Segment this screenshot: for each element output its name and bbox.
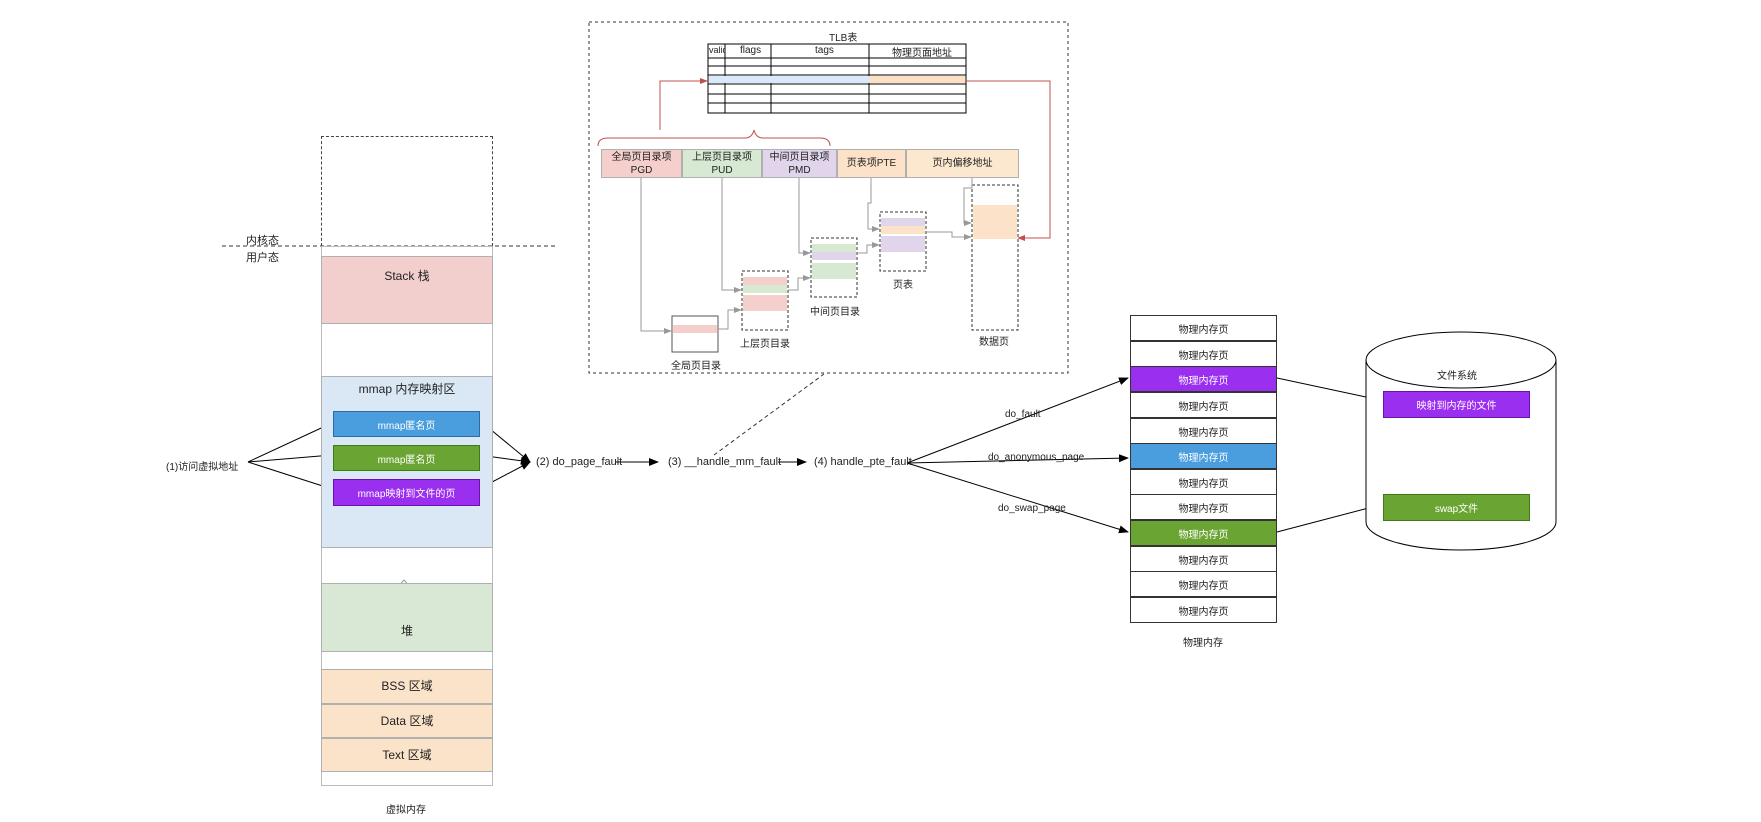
text-region: Text 区域 [321, 738, 493, 772]
bss-region: BSS 区域 [321, 669, 493, 704]
stack-label: Stack 栈 [384, 269, 430, 283]
pmd-table-caption: 中间页目录 [810, 307, 860, 318]
pgd-segment: 全局页目录项 PGD [601, 149, 682, 178]
physical-page-4: 物理内存页 [1130, 392, 1277, 418]
pmd-label-1: 中间页目录项 [769, 151, 830, 163]
step2-do-page-fault: (2) do_page_fault [536, 456, 623, 468]
tlb-header-valid: valid [709, 45, 725, 55]
physical-page-10: 物理内存页 [1130, 546, 1277, 572]
kernel-space [321, 136, 493, 246]
pud-table-caption: 上层页目录 [740, 339, 790, 350]
user-mode-label: 用户态 [246, 251, 279, 264]
tlb-hit-row-orange [869, 76, 965, 83]
mmap-anon-page-1: mmap匿名页 [333, 411, 480, 437]
offset-segment: 页内偏移地址 [906, 149, 1019, 178]
swap-file: swap文件 [1383, 494, 1530, 521]
pgd-table-caption: 全局页目录 [671, 361, 721, 372]
tlb-header-flags: flags [740, 45, 762, 56]
physical-page-7: 物理内存页 [1130, 469, 1277, 495]
pud-segment: 上层页目录项 PUD [682, 149, 762, 178]
physical-page-2: 物理内存页 [1130, 341, 1277, 367]
step4-handle-pte-fault: (4) handle_pte_fault [814, 456, 912, 468]
heap-region: 堆 [321, 583, 493, 652]
branch-do-anonymous-page: do_anonymous_page [988, 452, 1085, 463]
step3-handle-mm-fault: (3) __handle_mm_fault [668, 456, 782, 468]
mmap-file-page: mmap映射到文件的页 [333, 479, 480, 506]
tlb-title: TLB表 [829, 33, 858, 44]
physical-page-12: 物理内存页 [1130, 597, 1277, 623]
physical-page-5: 物理内存页 [1130, 418, 1277, 444]
virtual-memory-caption: 虚拟内存 [386, 805, 426, 816]
physical-page-11: 物理内存页 [1130, 571, 1277, 597]
kernel-mode-label: 内核态 [246, 234, 279, 247]
physical-page-6: 物理内存页 [1130, 443, 1277, 469]
address-brace [597, 129, 831, 147]
stack-region: Stack 栈 [321, 256, 493, 324]
pmd-segment: 中间页目录项 PMD [762, 149, 837, 178]
branch-do-fault: do_fault [1005, 409, 1041, 420]
step1-access-virtual-address: (1)访问虚拟地址 [166, 462, 239, 473]
pte-segment: 页表项PTE [837, 149, 906, 178]
pgd-label-2: PGD [630, 164, 653, 176]
physical-memory-caption: 物理内存 [1183, 638, 1223, 649]
physical-page-1: 物理内存页 [1130, 315, 1277, 341]
mmap-anon-page-2: mmap匿名页 [333, 445, 480, 471]
mmap-title: mmap 内存映射区 [358, 382, 456, 396]
pgd-table [671, 315, 719, 353]
tlb-hit-row-blue [709, 76, 869, 83]
pte-table-caption: 页表 [893, 280, 913, 291]
data-region: Data 区域 [321, 704, 493, 738]
branch-do-swap-page: do_swap_page [998, 503, 1066, 514]
pud-label-1: 上层页目录项 [692, 151, 752, 163]
mapped-file: 映射到内存的文件 [1383, 391, 1530, 418]
pud-label-2: PUD [711, 164, 733, 176]
tlb-header-physical-address: 物理页面地址 [892, 48, 952, 59]
data-page-caption: 数据页 [979, 337, 1009, 348]
pmd-label-2: PMD [788, 164, 811, 176]
filesystem-title: 文件系统 [1437, 371, 1477, 382]
page-walk-box [588, 21, 1069, 374]
pgd-label-1: 全局页目录项 [611, 151, 672, 163]
physical-page-3: 物理内存页 [1130, 366, 1277, 392]
heap-label: 堆 [400, 624, 413, 638]
tlb-header-tags: tags [815, 45, 834, 56]
physical-page-9: 物理内存页 [1130, 520, 1277, 546]
physical-page-8: 物理内存页 [1130, 494, 1277, 520]
